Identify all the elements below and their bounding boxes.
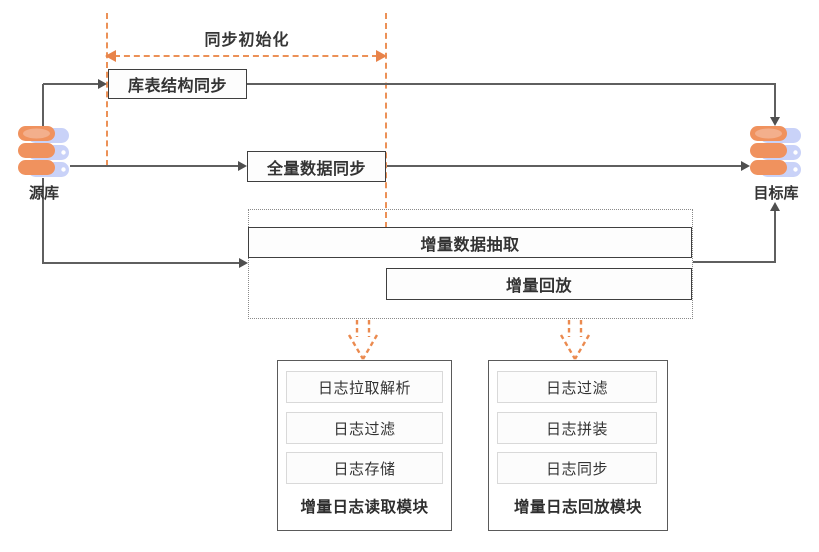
full-sync-box: 全量数据同步 xyxy=(247,151,386,182)
incremental-extract-box: 增量数据抽取 xyxy=(248,227,692,258)
connector-fullsync-to-target xyxy=(387,165,741,167)
source-db-label: 源库 xyxy=(28,185,59,202)
connector-replay-up xyxy=(774,211,776,262)
dashed-down-arrow-icon xyxy=(347,320,379,360)
init-range-left-arrowhead xyxy=(105,50,116,62)
connector-source-up xyxy=(42,84,44,128)
schema-sync-box: 库表结构同步 xyxy=(108,69,247,99)
module-title: 增量日志读取模块 xyxy=(300,499,429,516)
arrowhead-into-fullsync xyxy=(238,161,247,171)
module-item: 日志拉取解析 xyxy=(286,371,443,403)
connector-replay-out xyxy=(693,261,776,263)
sync-init-label: 同步初始化 xyxy=(204,32,290,49)
log-read-module: 日志拉取解析 日志过滤 日志存储 增量日志读取模块 xyxy=(277,360,452,531)
connector-source-to-fullsync xyxy=(70,165,238,167)
arrowhead-into-schema-sync xyxy=(98,79,107,89)
incremental-group-container xyxy=(248,209,693,319)
arrowhead-into-incr-group xyxy=(239,258,248,268)
module-item: 日志过滤 xyxy=(286,412,443,444)
module-item: 日志存储 xyxy=(286,452,443,484)
incremental-replay-box: 增量回放 xyxy=(386,268,692,300)
dashed-down-arrow-icon xyxy=(559,320,591,360)
connector-schema-to-target xyxy=(246,83,776,85)
module-item: 日志过滤 xyxy=(497,371,657,403)
connector-source-down xyxy=(42,178,44,264)
init-range-right-guide xyxy=(385,13,387,228)
module-item: 日志同步 xyxy=(497,452,657,484)
connector-target-down xyxy=(774,85,776,118)
init-range-right-arrowhead xyxy=(376,50,387,62)
connector-source-to-incr-group xyxy=(42,262,239,264)
arrowhead-into-target-bottom xyxy=(770,202,780,211)
init-range-left-guide xyxy=(106,13,108,166)
target-db-label: 目标库 xyxy=(753,185,799,202)
connector-to-schema-sync xyxy=(43,83,99,85)
init-range-span-line xyxy=(114,55,378,57)
module-item: 日志拼装 xyxy=(497,412,657,444)
arrowhead-into-target-left xyxy=(741,161,750,171)
source-database-icon xyxy=(18,126,69,177)
arrowhead-into-target-top xyxy=(770,117,780,126)
target-database-icon xyxy=(750,126,801,177)
log-replay-module: 日志过滤 日志拼装 日志同步 增量日志回放模块 xyxy=(488,360,668,531)
module-title: 增量日志回放模块 xyxy=(513,499,642,516)
